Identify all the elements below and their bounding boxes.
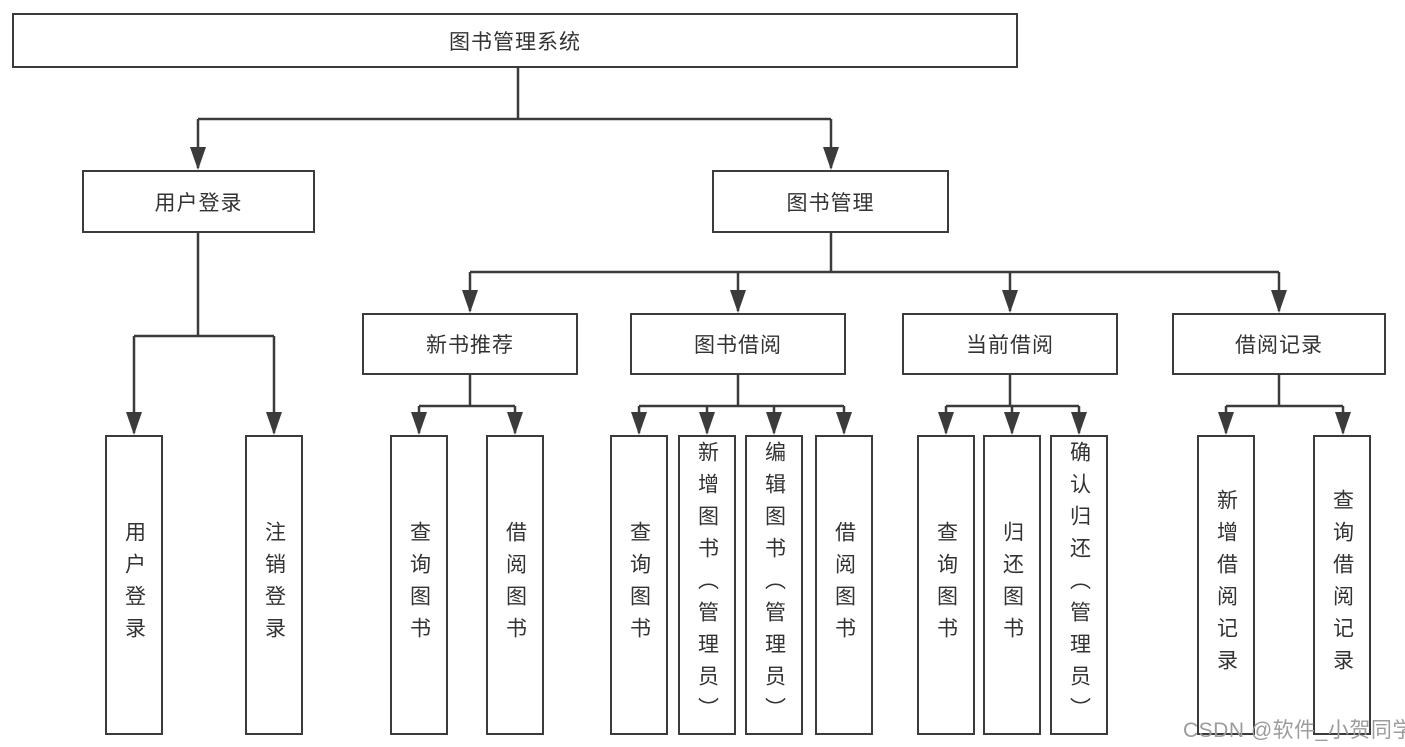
leaf-edit-books-admin: 编辑图书（管理员） bbox=[745, 435, 803, 735]
node-current-borrowing: 当前借阅 bbox=[902, 313, 1118, 375]
node-new-book-recommendation: 新书推荐 bbox=[362, 313, 578, 375]
leaf-label: 查询图书 bbox=[407, 521, 431, 649]
leaf-label: 借阅图书 bbox=[503, 521, 527, 649]
leaf-borrow-books: 借阅图书 bbox=[815, 435, 873, 735]
leaf-query-books-recommendation: 查询图书 bbox=[390, 435, 448, 735]
leaf-label: 编辑图书（管理员） bbox=[762, 441, 786, 729]
leaf-label: 确认归还（管理员） bbox=[1067, 441, 1091, 729]
leaf-query-books-current: 查询图书 bbox=[917, 435, 975, 735]
leaf-confirm-return-admin: 确认归还（管理员） bbox=[1050, 435, 1108, 735]
csdn-watermark: CSDN @软件_小贺同学 bbox=[1183, 719, 1405, 742]
leaf-query-books-borrowing: 查询图书 bbox=[610, 435, 668, 735]
leaf-user-login: 用户登录 bbox=[105, 435, 163, 735]
leaf-label: 注销登录 bbox=[262, 521, 286, 649]
leaf-label: 归还图书 bbox=[1000, 521, 1024, 649]
leaf-label: 新增借阅记录 bbox=[1214, 489, 1238, 681]
leaf-label: 查询借阅记录 bbox=[1330, 489, 1354, 681]
leaf-return-books: 归还图书 bbox=[983, 435, 1041, 735]
node-library-management-system: 图书管理系统 bbox=[12, 13, 1018, 68]
leaf-add-borrowing-record: 新增借阅记录 bbox=[1197, 435, 1255, 735]
node-user-login: 用户登录 bbox=[82, 170, 315, 233]
node-book-borrowing: 图书借阅 bbox=[630, 313, 846, 375]
leaf-label: 查询图书 bbox=[627, 521, 651, 649]
leaf-label: 新增图书（管理员） bbox=[695, 441, 719, 729]
node-borrowing-records: 借阅记录 bbox=[1172, 313, 1386, 375]
leaf-label: 借阅图书 bbox=[832, 521, 856, 649]
leaf-label: 用户登录 bbox=[122, 521, 146, 649]
leaf-add-books-admin: 新增图书（管理员） bbox=[678, 435, 736, 735]
leaf-label: 查询图书 bbox=[934, 521, 958, 649]
node-book-management: 图书管理 bbox=[712, 170, 949, 233]
leaf-borrow-books-recommendation: 借阅图书 bbox=[486, 435, 544, 735]
leaf-logout: 注销登录 bbox=[245, 435, 303, 735]
leaf-query-borrowing-record: 查询借阅记录 bbox=[1313, 435, 1371, 735]
